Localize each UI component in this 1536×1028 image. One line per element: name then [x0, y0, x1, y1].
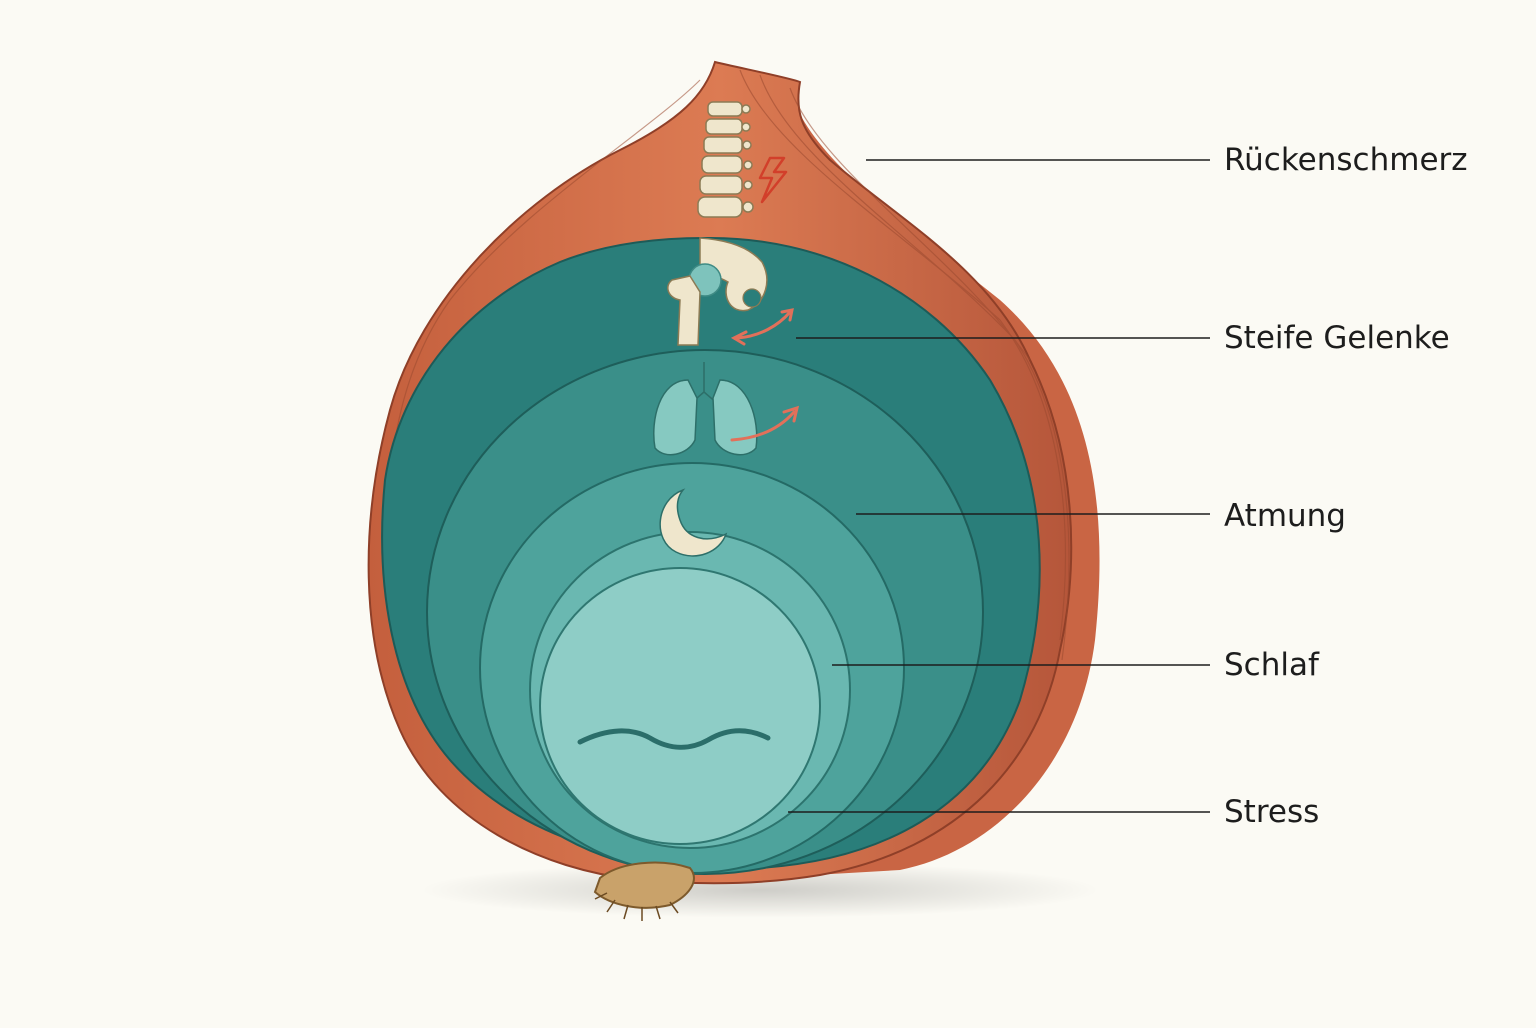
ground-shadow: [420, 862, 1100, 918]
label-schlaf: Schlaf: [1224, 647, 1319, 683]
label-atmung: Atmung: [1224, 498, 1346, 534]
spine-icon: [697, 101, 754, 218]
label-rueckenschmerz: Rückenschmerz: [1224, 142, 1468, 178]
lungs-icon: [653, 362, 758, 456]
label-stress: Stress: [1224, 794, 1320, 830]
layer-core: [539, 567, 821, 845]
motion-arrow-icon: [730, 308, 794, 346]
lightning-pain-icon: [758, 156, 788, 204]
label-steife-gelenke: Steife Gelenke: [1224, 320, 1450, 356]
hip-joint-icon: [667, 237, 768, 346]
breath-arrow-icon: [730, 405, 800, 442]
onion-root: [593, 861, 695, 921]
leader-lines: [788, 159, 1210, 813]
wave-icon: [577, 728, 771, 750]
crescent-moon-icon: [659, 488, 728, 557]
